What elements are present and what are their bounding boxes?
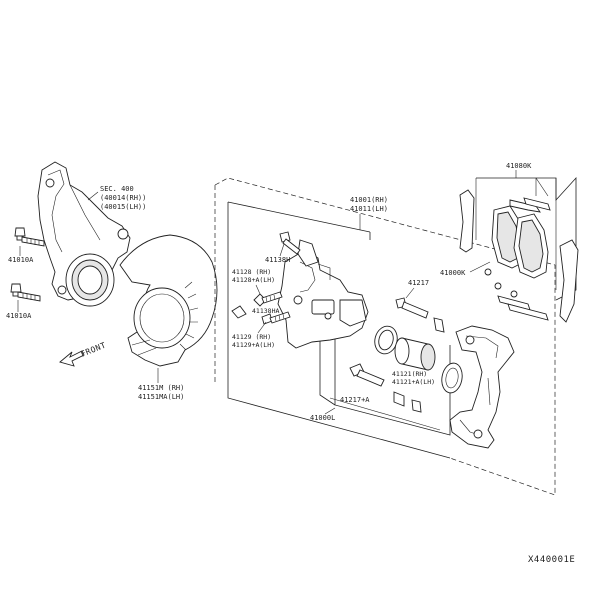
label-41217-upper: 41217 (408, 279, 429, 287)
label-40014-rh: (40014(RH)) (100, 194, 146, 202)
label-41138ha: 41138HA (252, 307, 279, 315)
label-41010a-upper: 41010A (8, 256, 34, 264)
diagram-reference-code: X440001E (528, 555, 575, 565)
label-41000k: 41000K (440, 269, 466, 277)
steering-knuckle[interactable] (37, 161, 131, 307)
label-40015-lh: (40015(LH)) (100, 203, 146, 211)
front-arrow (59, 350, 85, 367)
piston-seal[interactable] (372, 324, 400, 357)
guide-pin-lower-41217a[interactable] (349, 363, 422, 413)
pad-shim-inner[interactable] (559, 239, 579, 323)
caliper-assembly-box (227, 201, 451, 459)
label-41128a-lh: 41128+A(LH) (232, 276, 275, 284)
anti-rattle-clip-bottom[interactable] (497, 295, 549, 321)
pad-shim-outer[interactable] (459, 189, 475, 253)
knuckle-bolt-upper[interactable] (14, 227, 45, 247)
caliper-body[interactable] (277, 239, 369, 349)
label-41217a: 41217+A (340, 396, 370, 404)
caliper-torque-member[interactable] (449, 325, 515, 449)
label-41151m-rh: 41151M (RH) (138, 384, 184, 392)
label-41121a-lh: 41121+A(LH) (392, 378, 435, 386)
label-41138h: 41138H (265, 256, 290, 264)
label-41011-lh: 41011(LH) (350, 205, 388, 213)
bolt-41138h[interactable] (279, 231, 301, 255)
brake-dust-shield[interactable] (119, 234, 218, 367)
label-41010a-lower: 41010A (6, 312, 32, 320)
assembly-boundary-41000l (214, 177, 556, 496)
anti-rattle-clip-top[interactable] (509, 197, 551, 213)
label-front: FRONT (79, 341, 107, 359)
label-41129-rh: 41129 (RH) (232, 333, 271, 341)
bleeder-41128[interactable] (253, 291, 283, 307)
label-41121-rh: 41121(RH) (392, 370, 427, 378)
pad-wear-clips[interactable] (484, 268, 518, 298)
label-41129a-lh: 41129+A(LH) (232, 341, 275, 349)
cap-41138ha[interactable] (231, 305, 247, 319)
label-41001-rh: 41001(RH) (350, 196, 388, 204)
label-41000l: 41000L (310, 414, 335, 422)
guide-pin-upper-41217[interactable] (395, 297, 445, 333)
piston-boot[interactable] (440, 361, 465, 394)
caliper-piston[interactable] (394, 337, 436, 371)
bolt-41129[interactable] (261, 311, 291, 325)
knuckle-bolt-lower[interactable] (10, 283, 41, 302)
brake-pad-inner[interactable] (513, 213, 549, 279)
label-41128-rh: 41128 (RH) (232, 268, 271, 276)
label-41151ma-lh: 41151MA(LH) (138, 393, 184, 401)
label-sec-400: SEC. 400 (100, 185, 134, 193)
label-41080k: 41080K (506, 162, 532, 170)
